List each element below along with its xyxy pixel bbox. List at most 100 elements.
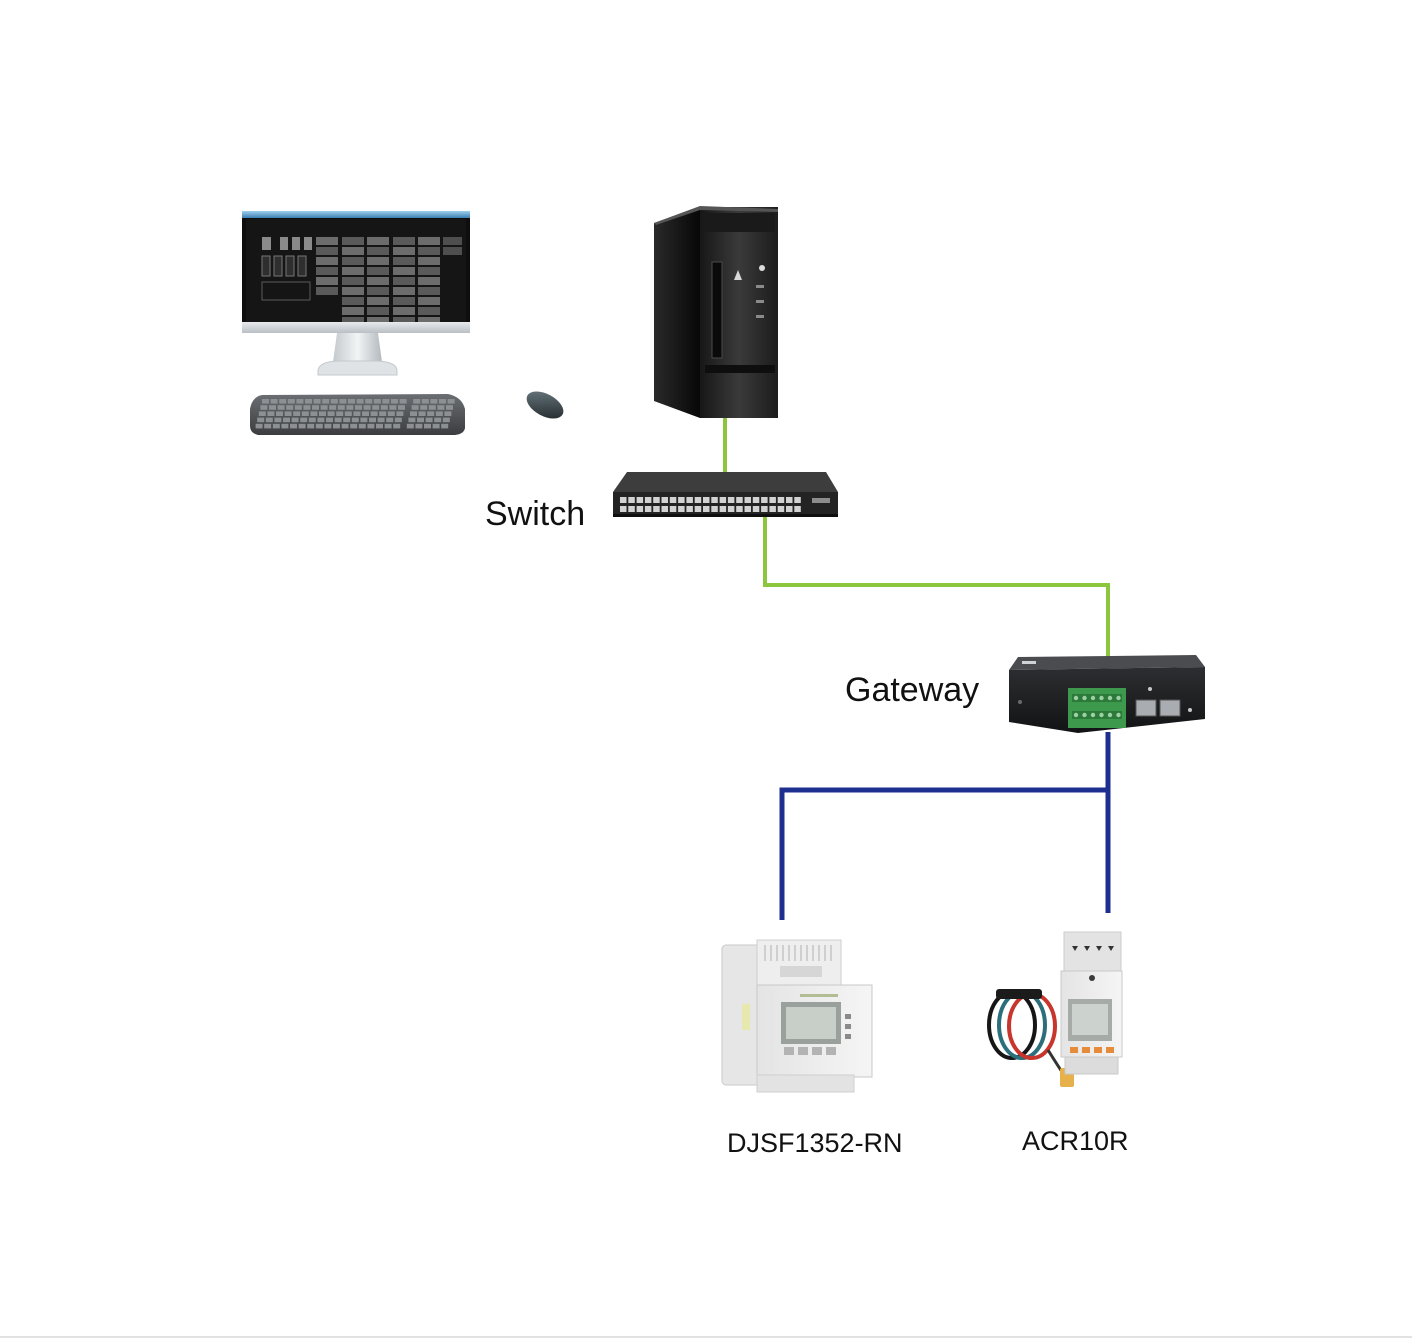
- acr10r-label: ACR10R: [1022, 1126, 1129, 1156]
- keyboard-key: [428, 405, 436, 410]
- coil-teal: [997, 990, 1047, 1060]
- screen-table-cell: [367, 237, 389, 245]
- keyboard-key: [434, 417, 442, 423]
- screen-table-cell: [418, 307, 440, 315]
- keyboard-key: [329, 405, 337, 410]
- screen-widget: [262, 237, 271, 250]
- tower-top-edge: [654, 206, 778, 225]
- status-led-icon: [1188, 708, 1192, 712]
- keyboard-key: [379, 411, 387, 416]
- keyboard-key: [344, 411, 352, 416]
- keyboard-key: [269, 405, 276, 410]
- switch-port: [711, 497, 718, 503]
- terminal-rib: [788, 945, 790, 961]
- monitor-icon: [242, 211, 470, 376]
- gateway-mount-hole: [1018, 700, 1022, 704]
- terminal-screw: [1099, 712, 1104, 718]
- meter-button: [1082, 1047, 1090, 1053]
- keyboard-key: [324, 423, 332, 429]
- keyboard-key: [262, 399, 269, 404]
- keyboard-key: [284, 411, 292, 416]
- switch-port: [727, 497, 735, 503]
- mouse-body: [526, 391, 564, 419]
- switch-top: [613, 472, 838, 492]
- keyboard-key: [303, 405, 311, 410]
- keyboard-key: [258, 411, 266, 416]
- meter-side-panel: [721, 944, 761, 1086]
- keyboard-key: [439, 399, 446, 404]
- terminal-screw: [1116, 712, 1121, 718]
- connectors: [723, 418, 1111, 920]
- screen-table-cell: [316, 257, 338, 265]
- switch-port: [686, 506, 693, 512]
- keyboard-key: [442, 417, 450, 423]
- meter-led: [845, 1034, 851, 1039]
- keyboard-key: [333, 423, 340, 429]
- keyboard-key: [264, 423, 272, 429]
- terminal-row: [1072, 711, 1122, 719]
- switch-port: [620, 497, 627, 503]
- terminal-screws: [1073, 695, 1121, 718]
- switch-port: [786, 497, 793, 503]
- terminal-marker: [1084, 946, 1090, 951]
- screen-table-cell: [367, 257, 389, 265]
- keyboard-key: [350, 423, 358, 429]
- switch-port: [669, 497, 677, 503]
- terminal-rib: [812, 945, 814, 961]
- desktop-computer-icon: [242, 211, 564, 435]
- monitor-screen-content: [261, 237, 462, 325]
- gateway-label: Gateway: [845, 671, 980, 709]
- meter-led: [845, 1024, 851, 1029]
- keyboard-key: [355, 405, 362, 410]
- ethernet-port-icon: [1135, 699, 1157, 717]
- screen-widget: [273, 255, 283, 277]
- terminal-screw: [1107, 695, 1113, 701]
- switch-port: [727, 506, 735, 512]
- switch-port: [636, 506, 644, 512]
- switch-port: [769, 497, 776, 503]
- switch-port: [777, 506, 785, 512]
- screen-table-cell: [418, 287, 440, 295]
- keyboard-key: [372, 405, 380, 410]
- screen-widget: [261, 255, 271, 277]
- keyboard-key: [411, 405, 419, 410]
- keyboard-key: [430, 399, 438, 404]
- meter-led: [845, 1014, 851, 1019]
- switch-port: [661, 506, 668, 512]
- terminal-screw: [1099, 695, 1104, 701]
- switch-port: [719, 497, 727, 503]
- keyboard-key: [425, 417, 433, 423]
- keyboard-key: [339, 399, 347, 404]
- switch-port: [794, 506, 801, 512]
- screen-table-cell: [342, 237, 364, 245]
- switch-port: [761, 497, 768, 503]
- switch-port: [769, 506, 776, 512]
- terminal-row: [1072, 694, 1122, 702]
- screen-table-cell: [342, 257, 364, 265]
- terminal-rib: [824, 945, 826, 961]
- energy-meter-icon: [1060, 931, 1123, 1075]
- keyboard-key: [446, 405, 453, 410]
- terminal-screw: [1073, 695, 1079, 701]
- screen-table-cell: [418, 237, 440, 245]
- ethernet-port-icon: [1159, 699, 1181, 717]
- power-button-icon: [759, 265, 765, 271]
- screen-table-cell: [418, 277, 440, 285]
- screen-table-cell: [393, 317, 415, 325]
- keyboard-key: [255, 423, 263, 429]
- keyboard-key: [276, 411, 283, 416]
- keyboard-key: [274, 417, 282, 423]
- keyboard-key: [353, 411, 361, 416]
- keyboard-key: [272, 423, 280, 429]
- keyboard-key: [413, 399, 421, 404]
- screen-table-cell: [418, 317, 440, 325]
- screen-table-cell: [393, 247, 415, 255]
- screen-table-cell: [393, 257, 415, 265]
- keyboard-key: [389, 405, 397, 410]
- switch-ports: [620, 497, 801, 512]
- tower-logo-mark: [734, 270, 742, 280]
- gateway-djsf1352-link: [779, 787, 1108, 920]
- keyboard-key: [260, 405, 268, 410]
- screen-table-cell: [316, 287, 338, 295]
- terminal-rib: [806, 945, 808, 961]
